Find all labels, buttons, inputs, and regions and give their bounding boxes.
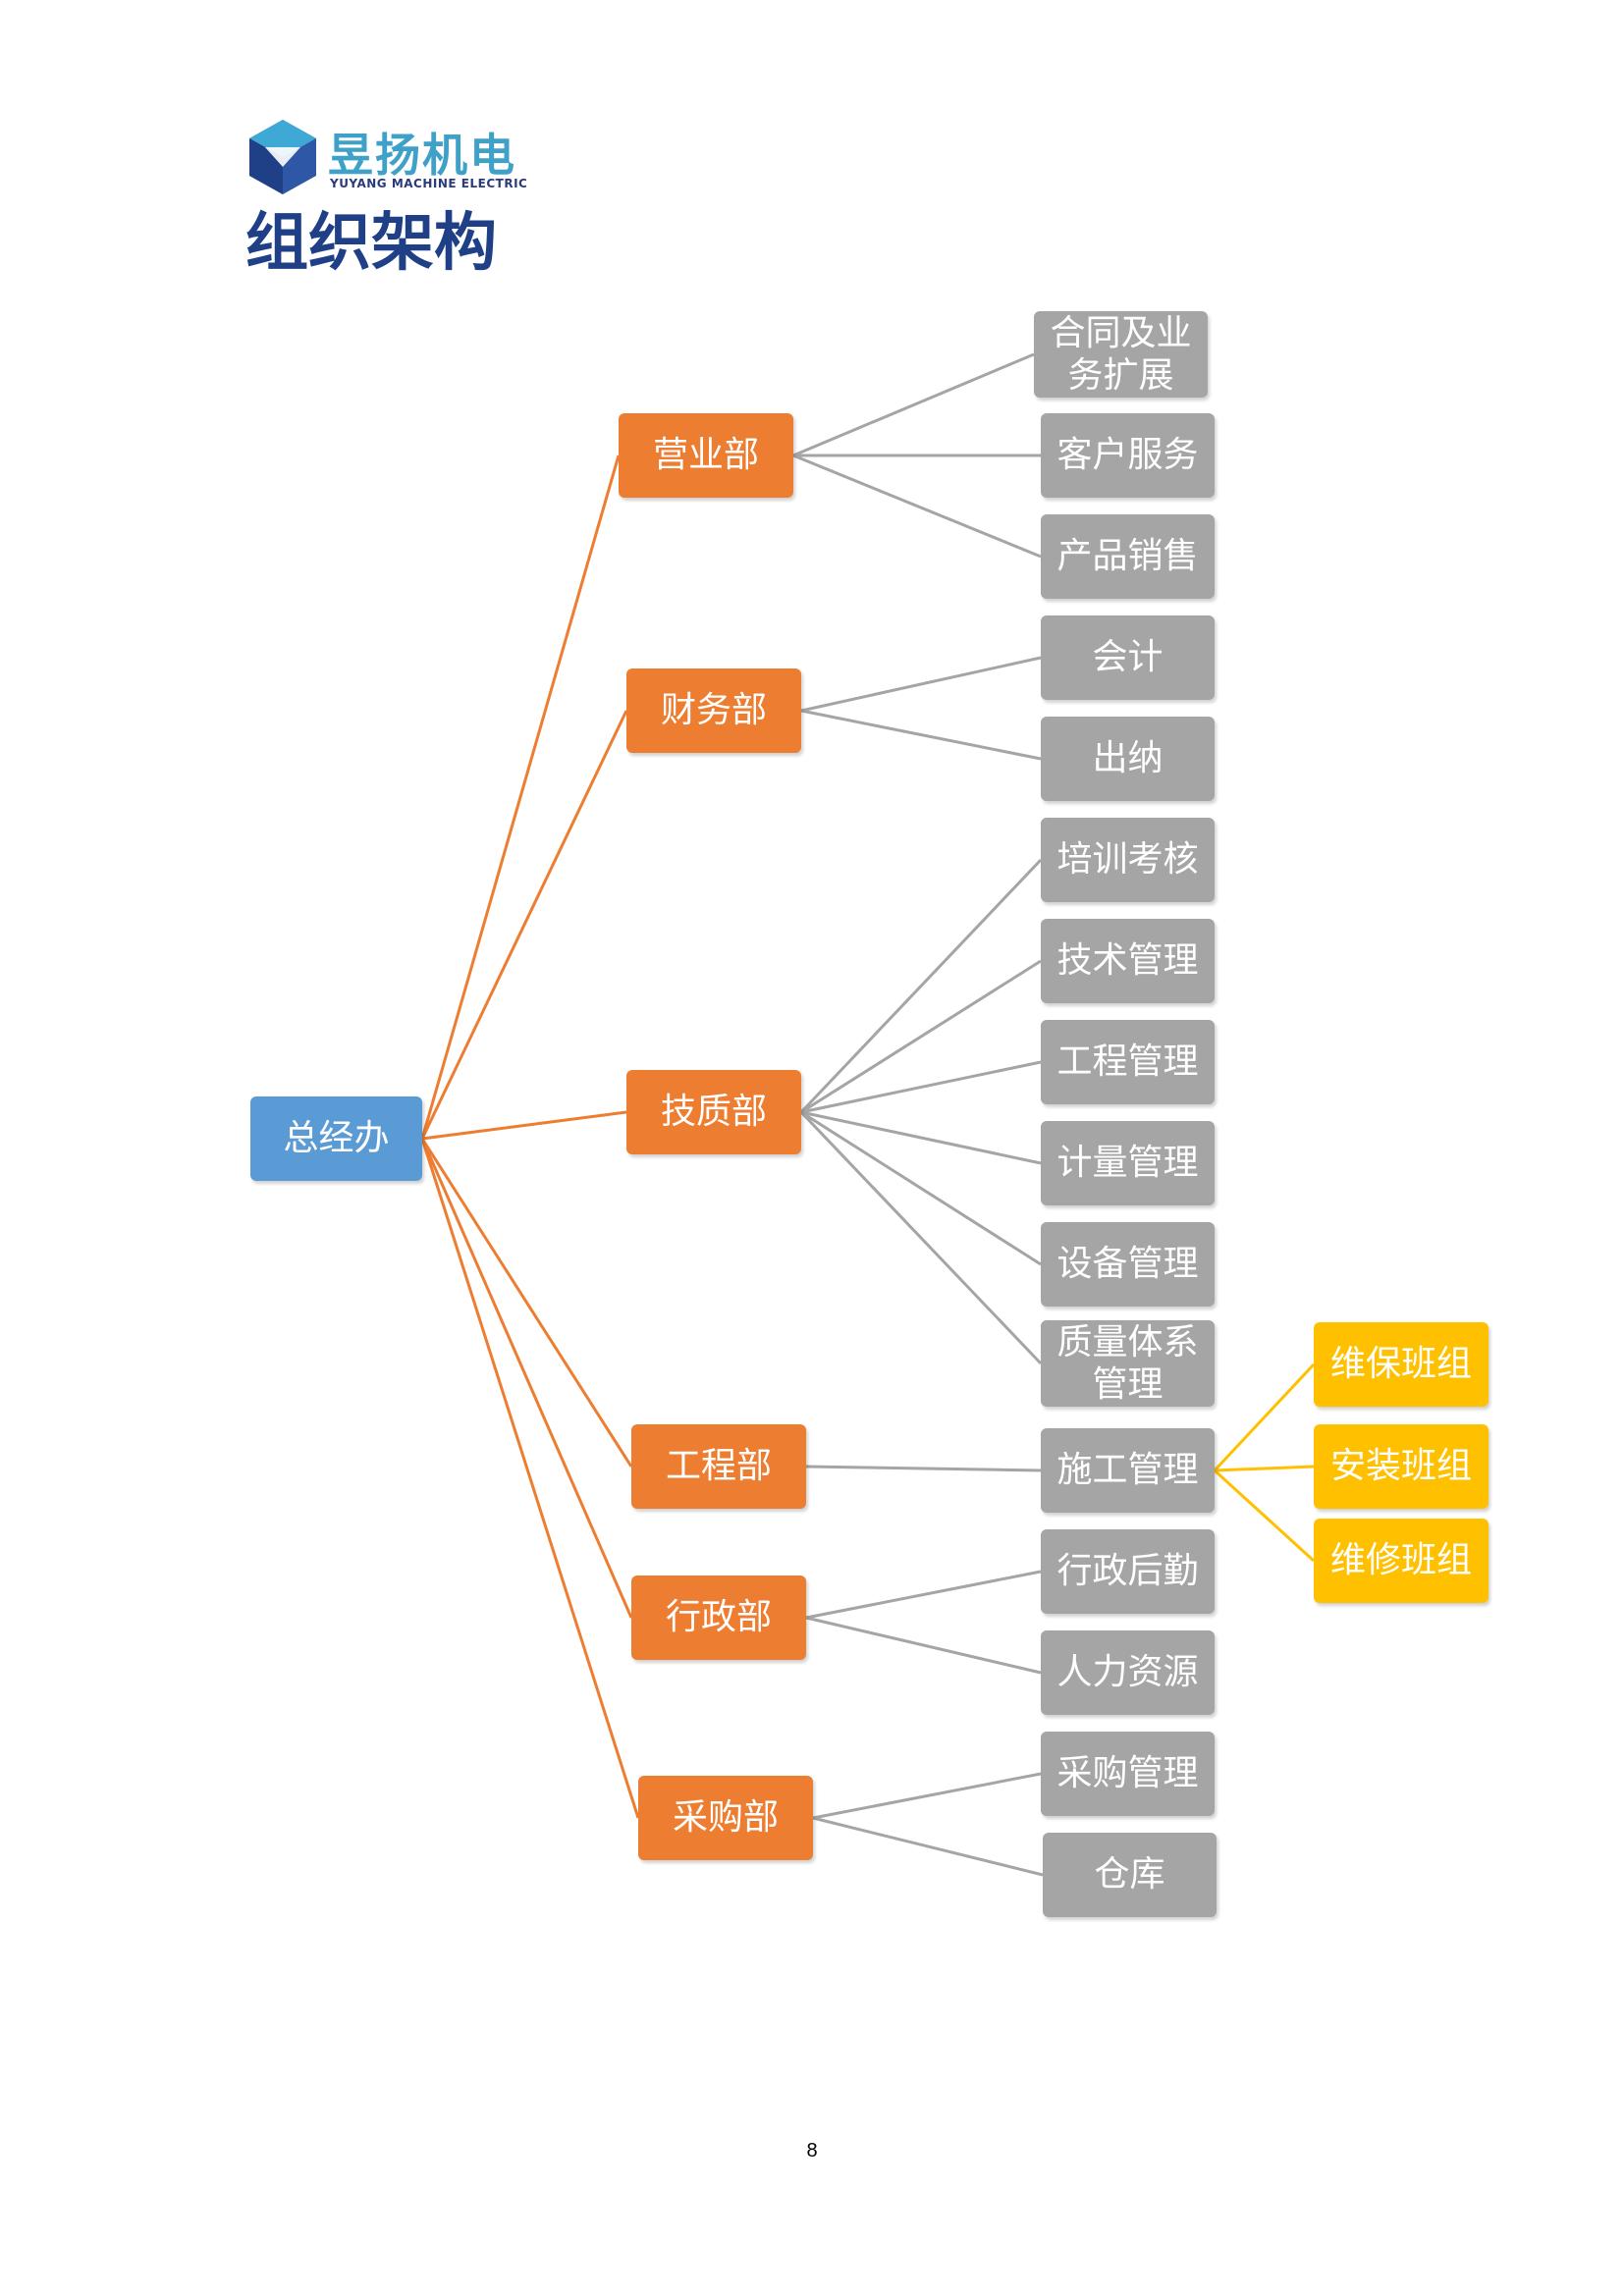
node-sub-function: 行政后勤 xyxy=(1041,1529,1215,1614)
connector-department-to-function xyxy=(800,709,1042,761)
node-sub-function: 仓库 xyxy=(1043,1833,1217,1917)
connector-department-to-function xyxy=(800,959,1042,1114)
connector-department-to-function xyxy=(800,656,1042,713)
node-root: 总经办 xyxy=(250,1096,422,1181)
company-name-en: YUYANG MACHINE ELECTRIC xyxy=(330,177,528,190)
connector-root-to-department xyxy=(420,454,621,1140)
connector-function-to-team xyxy=(1213,1362,1316,1472)
node-sub-function: 施工管理 xyxy=(1041,1428,1215,1513)
node-sub-function: 会计 xyxy=(1041,615,1215,700)
node-sub-function: 设备管理 xyxy=(1041,1222,1215,1307)
node-sub-function: 合同及业务扩展 xyxy=(1034,311,1208,398)
node-department: 采购部 xyxy=(638,1776,813,1860)
company-logo: 昱扬机电 YUYANG MACHINE ELECTRIC xyxy=(245,118,530,206)
node-sub-function: 工程管理 xyxy=(1041,1020,1215,1104)
page-number: 8 xyxy=(806,2140,818,2162)
connector-department-to-function xyxy=(805,1570,1042,1620)
page-title: 组织架构 xyxy=(245,207,497,280)
node-sub-function: 采购管理 xyxy=(1041,1732,1215,1816)
connector-department-to-function xyxy=(812,1816,1044,1877)
node-team: 安装班组 xyxy=(1314,1424,1489,1509)
connector-root-to-department xyxy=(420,1138,633,1619)
node-department: 财务部 xyxy=(626,668,801,753)
node-department: 工程部 xyxy=(631,1424,806,1509)
node-department: 行政部 xyxy=(631,1575,806,1660)
node-sub-function: 出纳 xyxy=(1041,717,1215,801)
node-team: 维保班组 xyxy=(1314,1322,1489,1407)
node-sub-function: 培训考核 xyxy=(1041,818,1215,902)
node-sub-function: 质量体系管理 xyxy=(1041,1320,1215,1407)
connector-department-to-function xyxy=(799,858,1043,1114)
connector-function-to-team xyxy=(1213,1468,1316,1563)
node-department: 技质部 xyxy=(626,1070,801,1154)
node-sub-function: 客户服务 xyxy=(1041,413,1215,498)
node-sub-function: 人力资源 xyxy=(1041,1630,1215,1715)
connector-root-to-department xyxy=(420,1138,640,1819)
node-sub-function: 计量管理 xyxy=(1041,1121,1215,1205)
connector-root-to-department xyxy=(420,1138,633,1468)
node-sub-function: 产品销售 xyxy=(1041,514,1215,599)
connector-department-to-function xyxy=(800,1060,1042,1114)
node-team: 维修班组 xyxy=(1314,1519,1489,1603)
connector-department-to-function xyxy=(799,1110,1043,1365)
connector-department-to-function xyxy=(812,1772,1042,1820)
node-department: 营业部 xyxy=(619,413,793,498)
connector-root-to-department xyxy=(420,710,628,1140)
node-sub-function: 技术管理 xyxy=(1041,919,1215,1003)
connector-department-to-function xyxy=(800,1110,1042,1266)
connector-root-to-department xyxy=(421,1110,627,1141)
connector-department-to-function xyxy=(805,1465,1042,1472)
connector-department-to-function xyxy=(792,454,1042,559)
connector-department-to-function xyxy=(800,1110,1042,1165)
connector-function-to-team xyxy=(1214,1465,1315,1472)
company-logo-mark xyxy=(249,120,316,194)
connector-department-to-function xyxy=(792,352,1035,457)
company-name-cn: 昱扬机电 xyxy=(328,129,516,182)
connector-department-to-function xyxy=(805,1616,1042,1675)
